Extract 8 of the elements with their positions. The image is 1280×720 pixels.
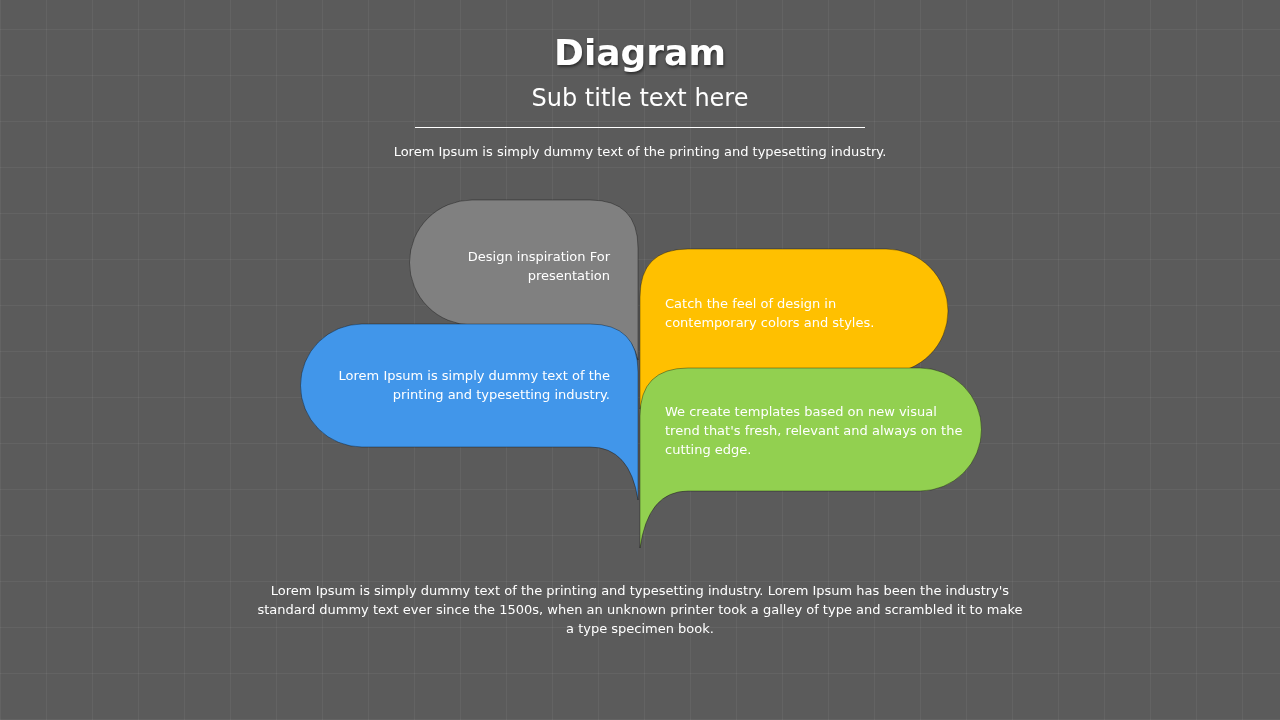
bubble-text: We create templates based on new visual trend that's fresh, relevant and always on the cutting edge. xyxy=(665,403,964,459)
description-text: Lorem Ipsum is simply dummy text of the printing and typesetting industry. Lorem Ipsum has been the industry's standard dummy text ever since the 1500s, when an unknown printer took a galley of type and scrambled it to make a type specimen book. xyxy=(256,582,1024,638)
bubble-text: Catch the feel of design in contemporary colors and styles. xyxy=(665,295,876,332)
subtitle: Sub title text here xyxy=(530,84,750,112)
title: Diagram xyxy=(553,32,727,73)
bubble-text: Design inspiration For presentation xyxy=(466,248,610,285)
bubble-text: Lorem Ipsum is simply dummy text of the printing and typesetting industry. xyxy=(337,367,610,404)
intro-text: Lorem Ipsum is simply dummy text of the printing and typesetting industry. xyxy=(392,144,888,159)
